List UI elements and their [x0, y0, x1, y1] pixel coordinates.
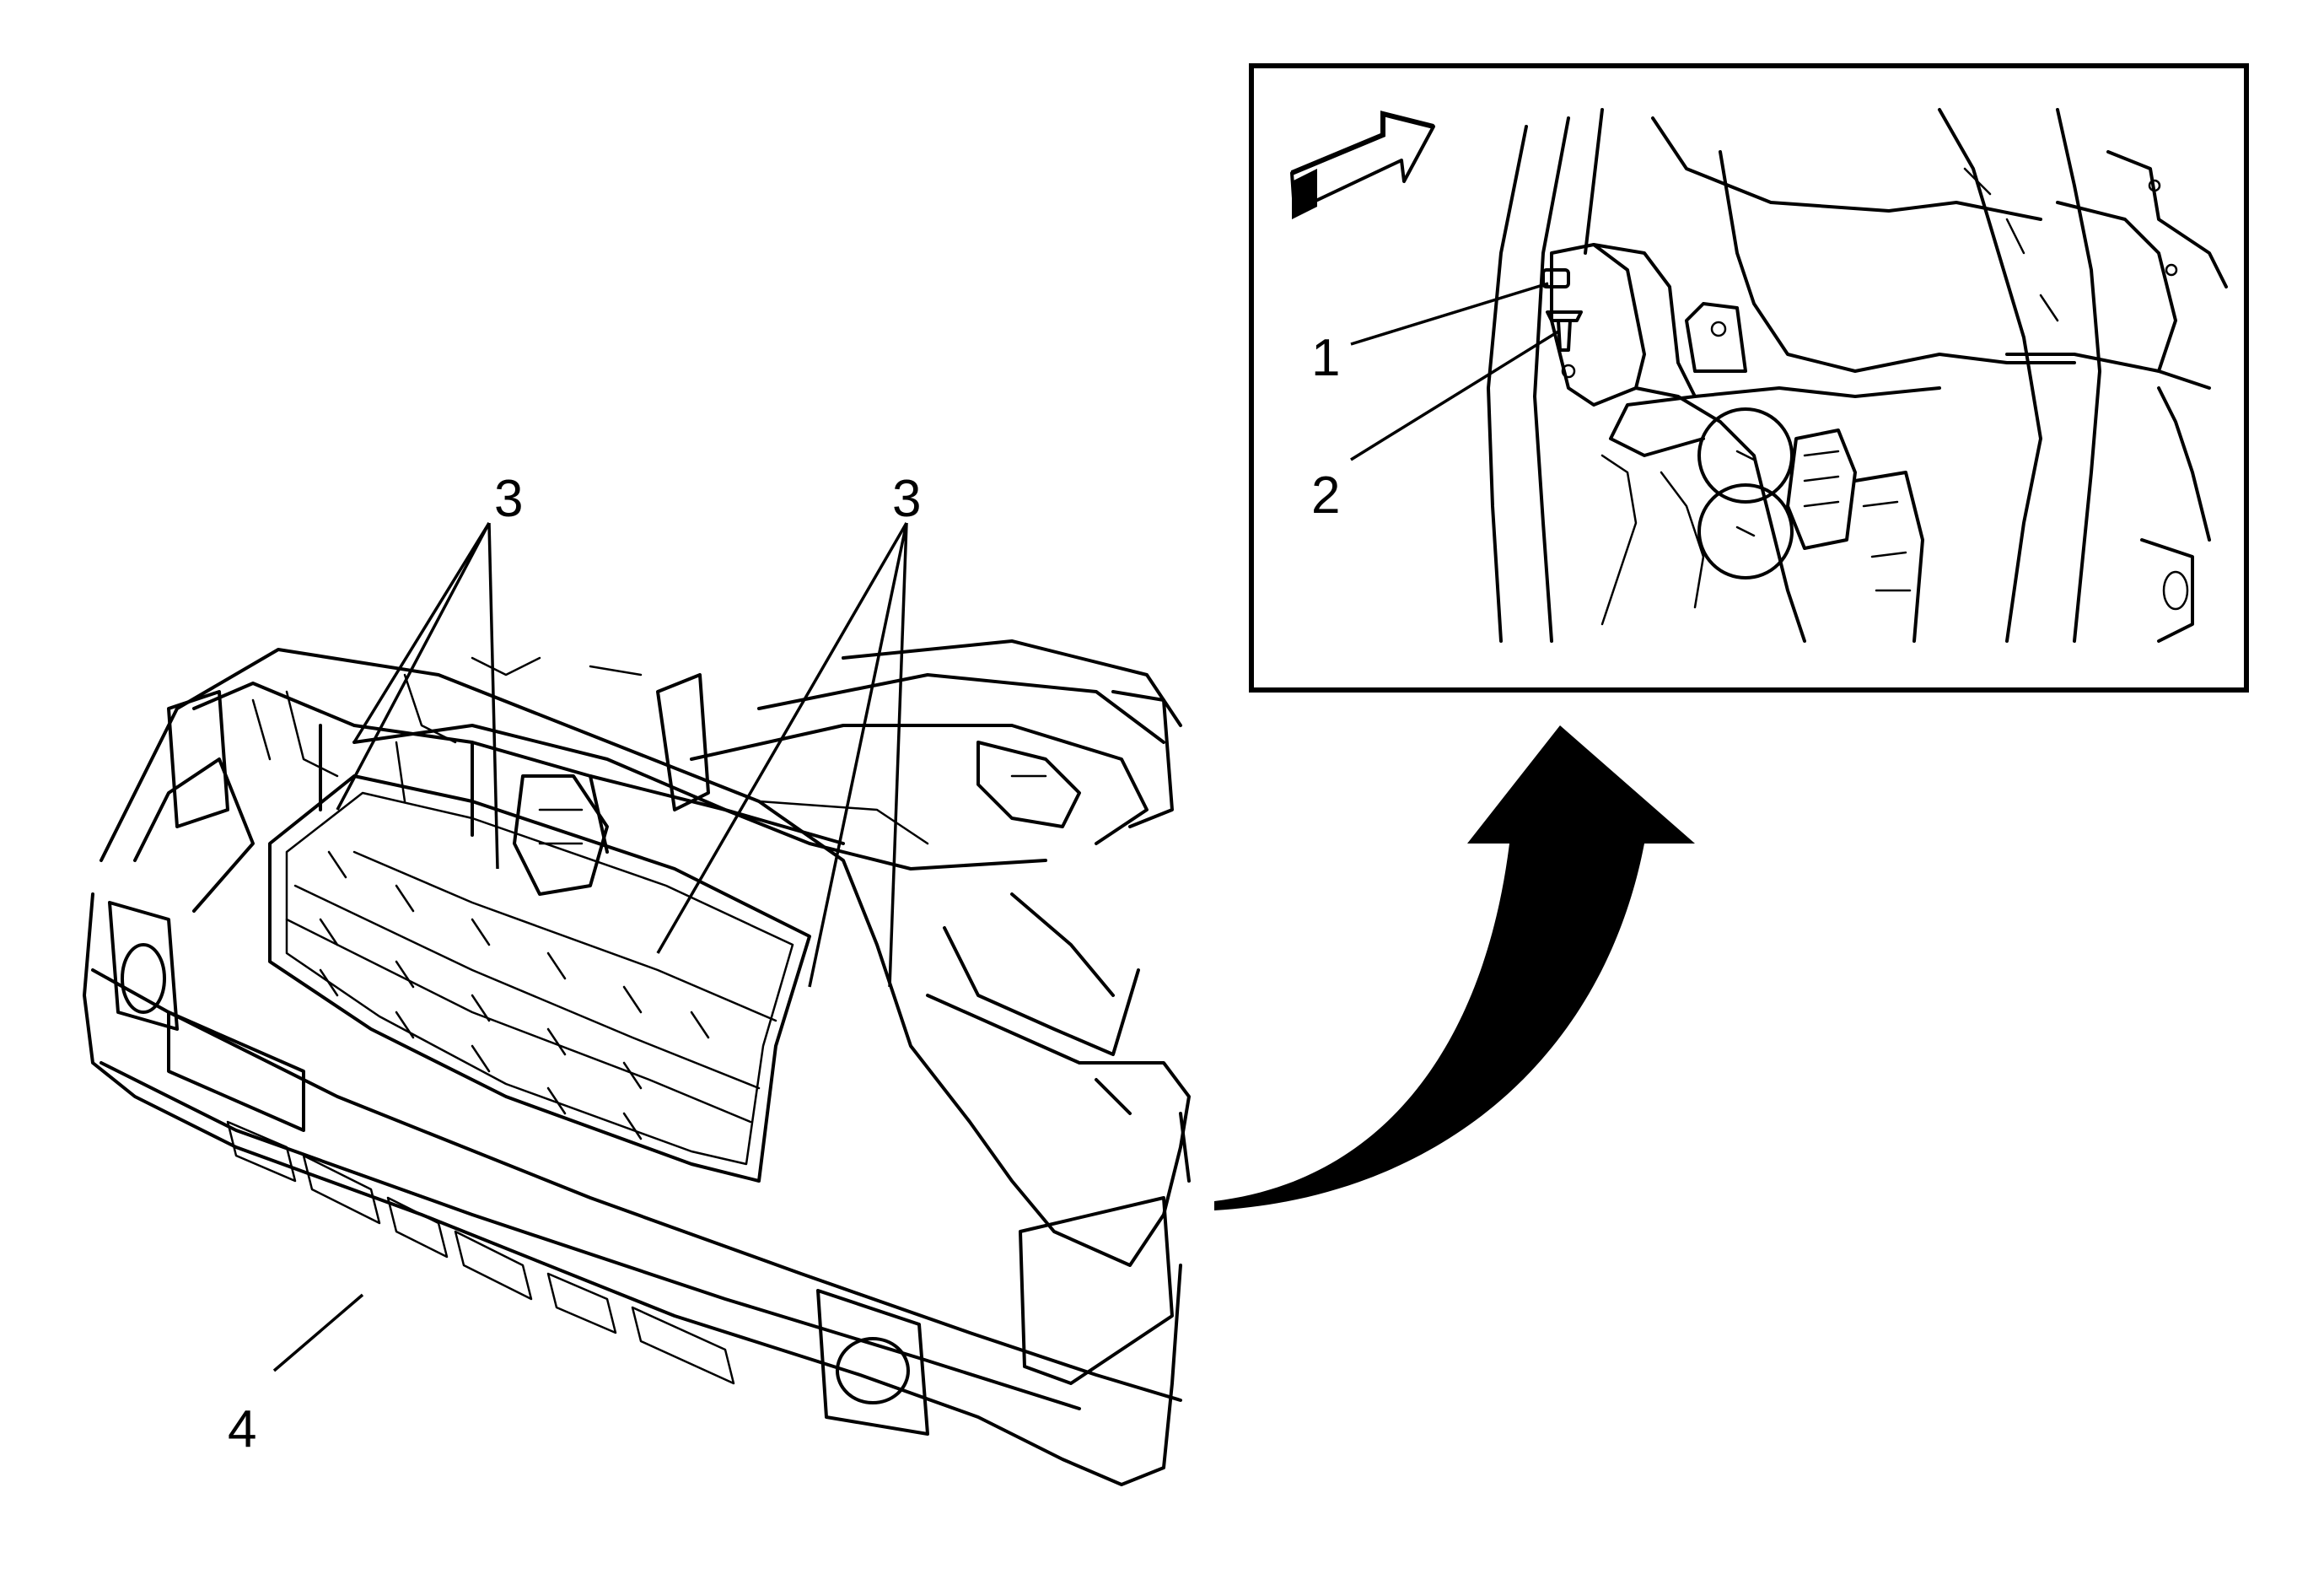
leader-lines: [272, 282, 1559, 1372]
callout-2: 2: [1311, 466, 1340, 525]
callout-1: 1: [1311, 329, 1340, 387]
curved-arrow-icon: [1214, 725, 1695, 1210]
callout-3-left: 3: [494, 470, 523, 528]
vehicle-front-illustration: [83, 639, 1191, 1486]
callout-3-right: 3: [892, 470, 921, 528]
forward-direction-arrow-icon: [1290, 111, 1435, 219]
callout-labels: 1 2 3 3 4: [228, 329, 1340, 1458]
callout-4: 4: [228, 1400, 256, 1458]
detail-inset: [1249, 63, 2249, 693]
